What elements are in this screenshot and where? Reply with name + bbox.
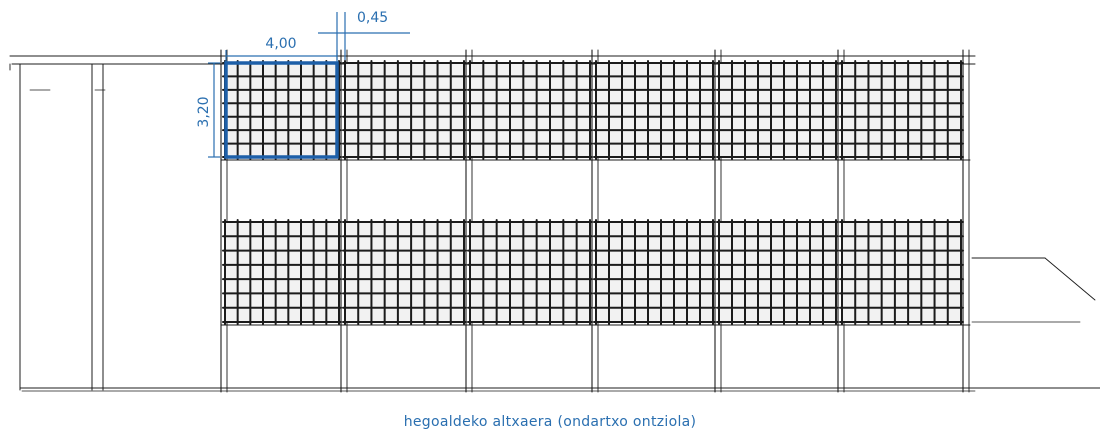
mesh-panel-fill xyxy=(596,63,713,157)
drawing-caption: hegoaldeko altxaera (ondartxo ontziola) xyxy=(403,414,697,430)
width-dimension-label: 4,00 xyxy=(265,36,296,52)
mesh-panel-fill xyxy=(842,222,961,322)
height-dimension-label: 3,20 xyxy=(196,96,212,127)
mesh-panel xyxy=(593,219,716,325)
mesh-panel xyxy=(222,60,342,160)
mesh-panel-fill xyxy=(225,222,339,322)
gap-dimension-label: 0,45 xyxy=(357,10,388,26)
mesh-panels xyxy=(222,60,964,325)
mesh-panel-fill xyxy=(225,63,339,157)
mesh-panel xyxy=(593,60,716,160)
mesh-panel-fill xyxy=(345,63,464,157)
mesh-panel xyxy=(839,219,964,325)
mesh-panel-fill xyxy=(719,63,836,157)
mesh-panel xyxy=(467,219,593,325)
mesh-panel xyxy=(716,219,839,325)
mesh-panel xyxy=(342,60,467,160)
mesh-panel-fill xyxy=(596,222,713,322)
mesh-panel-fill xyxy=(842,63,961,157)
dimension-lines xyxy=(208,12,410,158)
mesh-panel xyxy=(716,60,839,160)
mesh-panel-fill xyxy=(719,222,836,322)
mesh-panel xyxy=(467,60,593,160)
mesh-panel-fill xyxy=(470,63,590,157)
annex-slope xyxy=(1044,257,1096,301)
mesh-panel-fill xyxy=(345,222,464,322)
mesh-panel xyxy=(342,219,467,325)
highlighted-panel-frame xyxy=(224,61,339,159)
mesh-panel xyxy=(839,60,964,160)
mesh-panel xyxy=(222,219,342,325)
mesh-panel-fill xyxy=(470,222,590,322)
